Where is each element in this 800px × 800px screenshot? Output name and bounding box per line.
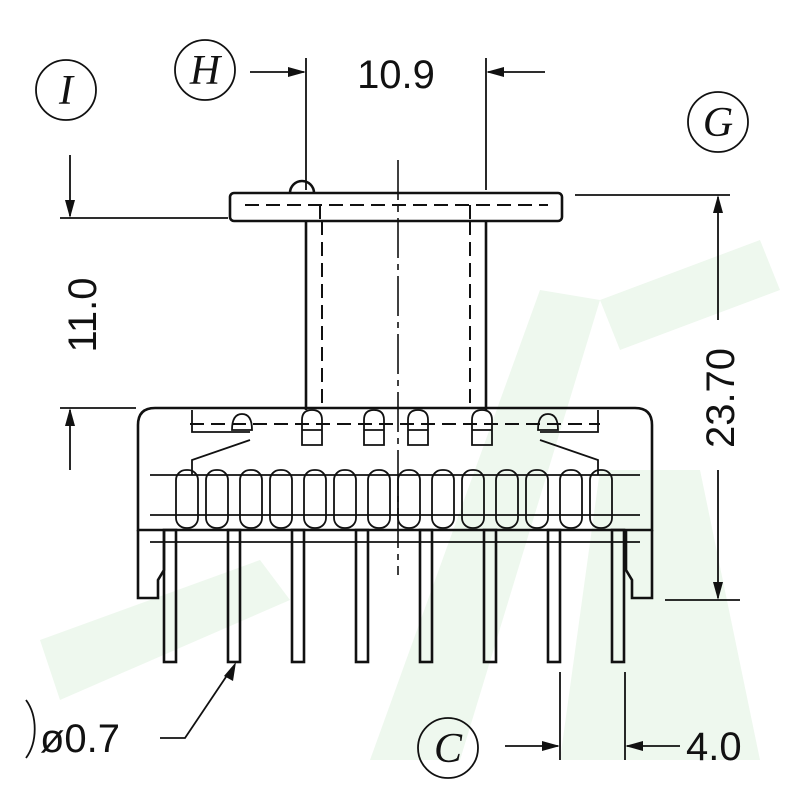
winding-slot <box>589 469 613 529</box>
pin <box>354 528 370 664</box>
pin-tab <box>407 409 429 446</box>
pin <box>546 528 562 664</box>
svg-text:C: C <box>434 726 463 772</box>
dim-pin-offset: 4.0 <box>505 672 742 769</box>
pin <box>418 528 434 664</box>
callout-G: G <box>687 91 749 153</box>
winding-slot <box>269 469 293 529</box>
winding-slot <box>333 469 357 529</box>
pin-tabs <box>231 409 559 446</box>
pin-tab <box>301 409 323 446</box>
dim-overall-height: 23.70 <box>575 194 743 601</box>
dim-0-7: ø0.7 <box>40 717 120 761</box>
winding-slot <box>495 469 519 529</box>
pin <box>482 528 498 664</box>
svg-text:H: H <box>189 48 223 94</box>
dim-width-top: 10.9 <box>250 53 545 190</box>
winding-slot <box>303 469 327 529</box>
winding-slot <box>367 469 391 529</box>
base-body <box>136 406 654 664</box>
callout-I: I <box>35 59 97 121</box>
svg-text:G: G <box>703 100 733 146</box>
pin <box>226 528 242 664</box>
top-flange <box>228 179 564 223</box>
winding-slot <box>239 469 263 529</box>
winding-slot <box>205 469 229 529</box>
dim-flange-to-base: 11.0 <box>60 155 228 470</box>
callout-H: H <box>174 39 236 101</box>
core-column <box>304 221 488 410</box>
winding-slot <box>397 469 421 529</box>
pins <box>162 528 626 664</box>
winding-slot <box>525 469 549 529</box>
dim-4-0: 4.0 <box>686 725 742 769</box>
winding-slot <box>175 469 199 529</box>
dim-10-9: 10.9 <box>357 53 435 97</box>
dim-11-0: 11.0 <box>61 278 105 353</box>
pin-tab <box>231 413 253 431</box>
pin-tab <box>363 409 385 446</box>
svg-text:I: I <box>58 68 75 114</box>
dim-23-70: 23.70 <box>699 348 743 448</box>
pin <box>162 528 178 664</box>
pin <box>610 528 626 664</box>
winding-slots <box>175 469 613 529</box>
callout-C: C <box>417 717 479 779</box>
winding-slot <box>559 469 583 529</box>
dim-pin-diameter: ø0.7 <box>25 662 236 761</box>
watermark <box>40 240 780 760</box>
winding-slot <box>431 469 455 529</box>
winding-slot <box>461 469 485 529</box>
pin <box>290 528 306 664</box>
pin-tab <box>471 409 493 446</box>
pin-tab <box>537 413 559 431</box>
